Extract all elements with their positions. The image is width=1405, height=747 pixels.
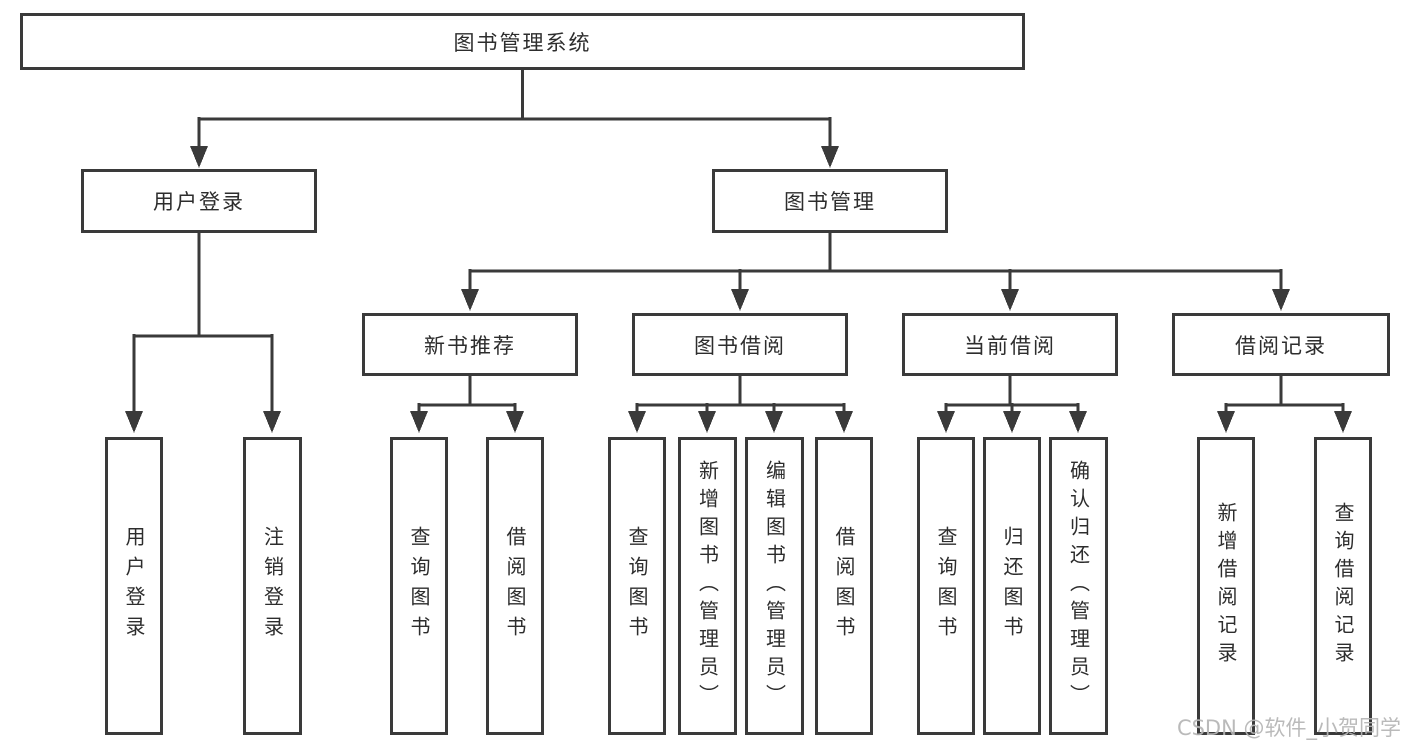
leaf-borrow-books: 借阅图书 [815,437,873,735]
node-book-borrowing: 图书借阅 [632,313,848,376]
leaf-edit-books-admin: 编辑图书（管理员） [745,437,804,735]
leaf-query-borrow-record: 查询借阅记录 [1314,437,1372,735]
node-user-login: 用户登录 [81,169,317,233]
leaf-borrow-books-recommend: 借阅图书 [486,437,544,735]
node-library-management-system: 图书管理系统 [20,13,1025,70]
node-current-borrowing: 当前借阅 [902,313,1118,376]
leaf-query-books-borrowing: 查询图书 [608,437,666,735]
connector-new-book-recommend [410,376,524,433]
leaf-confirm-return-admin: 确认归还（管理员） [1049,437,1108,735]
connector-book-borrowing [628,376,853,433]
connector-current-borrowing [937,376,1087,433]
connector-borrowing-records [1217,376,1352,433]
connector-user-login [125,233,281,433]
leaf-user-login: 用户登录 [105,437,163,735]
connector-book-management [461,233,1290,311]
leaf-query-books-recommend: 查询图书 [390,437,448,735]
leaf-return-books: 归还图书 [983,437,1041,735]
leaf-query-books-current: 查询图书 [917,437,975,735]
connector-root [190,70,839,168]
node-book-management: 图书管理 [712,169,948,233]
csdn-watermark: CSDN @软件_小贺同学 [1176,716,1401,740]
node-new-book-recommend: 新书推荐 [362,313,578,376]
leaf-logout: 注销登录 [243,437,302,735]
node-borrowing-records: 借阅记录 [1172,313,1390,376]
leaf-add-books-admin: 新增图书（管理员） [678,437,737,735]
leaf-add-borrow-record: 新增借阅记录 [1197,437,1255,735]
